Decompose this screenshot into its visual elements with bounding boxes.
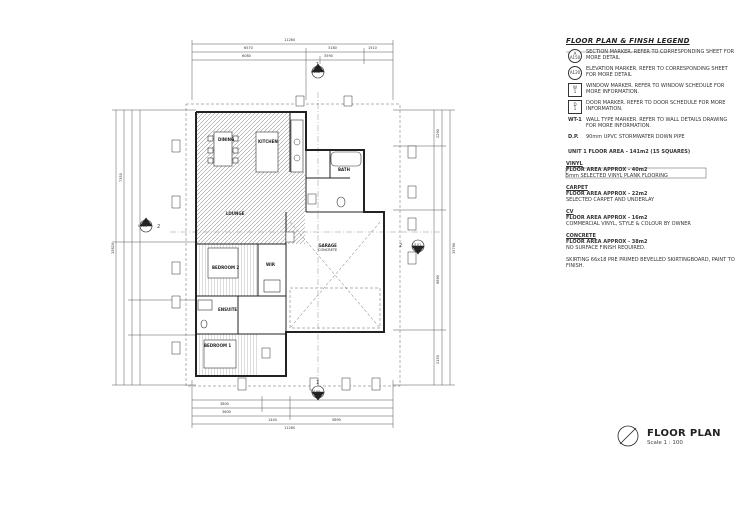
ensuite-toilet [200,319,208,329]
ensuite-shower [197,299,213,311]
room-label-kitchen: KITCHEN [258,139,278,144]
kitchen-island [255,131,279,173]
bed-bedroom2 [207,247,239,279]
room-label-wir: WIR [266,262,275,267]
laundry-tub [263,279,281,293]
wall-type-marker-icon: WT-1 [568,117,582,123]
unit-area-box [565,167,707,179]
dim-bottom-c: 5890 [332,418,341,422]
sink-icon [293,154,301,162]
roof-outline [185,103,401,387]
downpipe-marker-icon: D.P. [568,134,579,140]
room-label-bath: BATH [338,167,350,172]
dim-right-overall: 15790 [452,242,456,254]
drawing-scale: Scale 1 : 100 [647,440,683,446]
plan-tag-markers [171,95,417,391]
dim-top-a: 6570 [244,46,253,50]
room-label-lounge: LOUNGE [226,211,245,216]
legend-item-downpipe: D.P. 90mm UPVC STORMWATER DOWN PIPE [568,134,685,140]
bottom-dimension-lines [191,380,394,428]
dim-top-c: 1510 [368,46,377,50]
dim-right-c: 2290 [436,129,440,138]
dim-bottom-a: 3800 [220,402,229,406]
finish-carpet: CARPET FLOOR AREA APPROX - 22m2 SELECTED… [566,185,655,203]
kitchen-bench [290,119,304,173]
toilet-icon [336,196,346,208]
left-dimension-lines [112,109,196,386]
dining-table [207,131,239,167]
dim-top-e: 3590 [324,54,333,58]
room-label-bedroom1: BEDROOM 1 [204,343,232,348]
finish-cv: CV FLOOR AREA APPROX - 16m2 COMMERCIAL V… [566,209,691,227]
elevation-marker-icon: A120 [568,66,582,80]
elevation-marker-top: U102 [311,70,321,74]
dim-left-a: 7350 [119,173,123,182]
elevation-marker-right: U101 [412,243,422,247]
skirting-note: SKIRTING 66x18 PRE PRIMED BEVELLED SKIRT… [566,257,735,269]
legend-title: FLOOR PLAN & FINSH LEGEND [566,37,690,45]
elevation-marker-left: U103 [138,224,148,228]
elevation-marker-left-number: 2 [157,224,161,230]
dim-top-d: 6080 [242,54,251,58]
dim-right-b: 2150 [436,355,440,364]
bed-bedroom1 [203,339,237,369]
room-label-ensuite: ENSUITE [218,307,238,312]
elevation-marker-bottom: U100 [311,390,321,394]
garage-slab-lines [289,221,381,329]
bath-tub [330,151,362,167]
finish-concrete: CONCRETE FLOOR AREA APPROX - 38m2 NO SUR… [566,233,648,251]
dim-top-overall: 11260 [284,38,296,42]
dim-bottom-b: 3600 [222,410,231,414]
unit-floor-area: UNIT 1 FLOOR AREA - 141m2 (15 SQUARES) [568,149,691,155]
drawing-title: FLOOR PLAN [647,428,721,439]
elevation-markers [139,63,425,401]
compass-icon [617,425,639,447]
vinyl-floor-area [196,112,305,244]
legend-item-elevation: A120 ELEVATION MARKER. REFER TO CORRESPO… [568,66,728,80]
elevation-marker-right-number: 2 [399,243,403,249]
room-label-dining: DINING [218,137,235,142]
finish-vinyl: VINYL FLOOR AREA APPROX - 40m2 5mm SELEC… [566,161,668,179]
cooktop-icon [293,138,301,146]
dim-bottom-overall: 11260 [284,426,296,430]
external-walls [195,111,385,377]
dim-top-b: 3180 [328,46,337,50]
drawing-title-block: FLOOR PLAN Scale 1 : 100 [616,424,736,448]
elevation-marker-top-number: 1 [316,62,320,68]
dim-right-a: 6890 [436,275,440,284]
room-label-bedroom2: BEDROOM 2 [212,265,240,270]
elevation-marker-bottom-number: 1 [316,380,320,386]
legend-item-wall-type: WT-1 WALL TYPE MARKER. REFER TO WALL DET… [568,117,728,129]
dim-left-overall: 15820 [111,242,115,254]
right-dimension-lines [393,109,455,386]
top-dimension-lines [191,40,394,100]
dim-bottom-d: 1440 [268,418,277,422]
